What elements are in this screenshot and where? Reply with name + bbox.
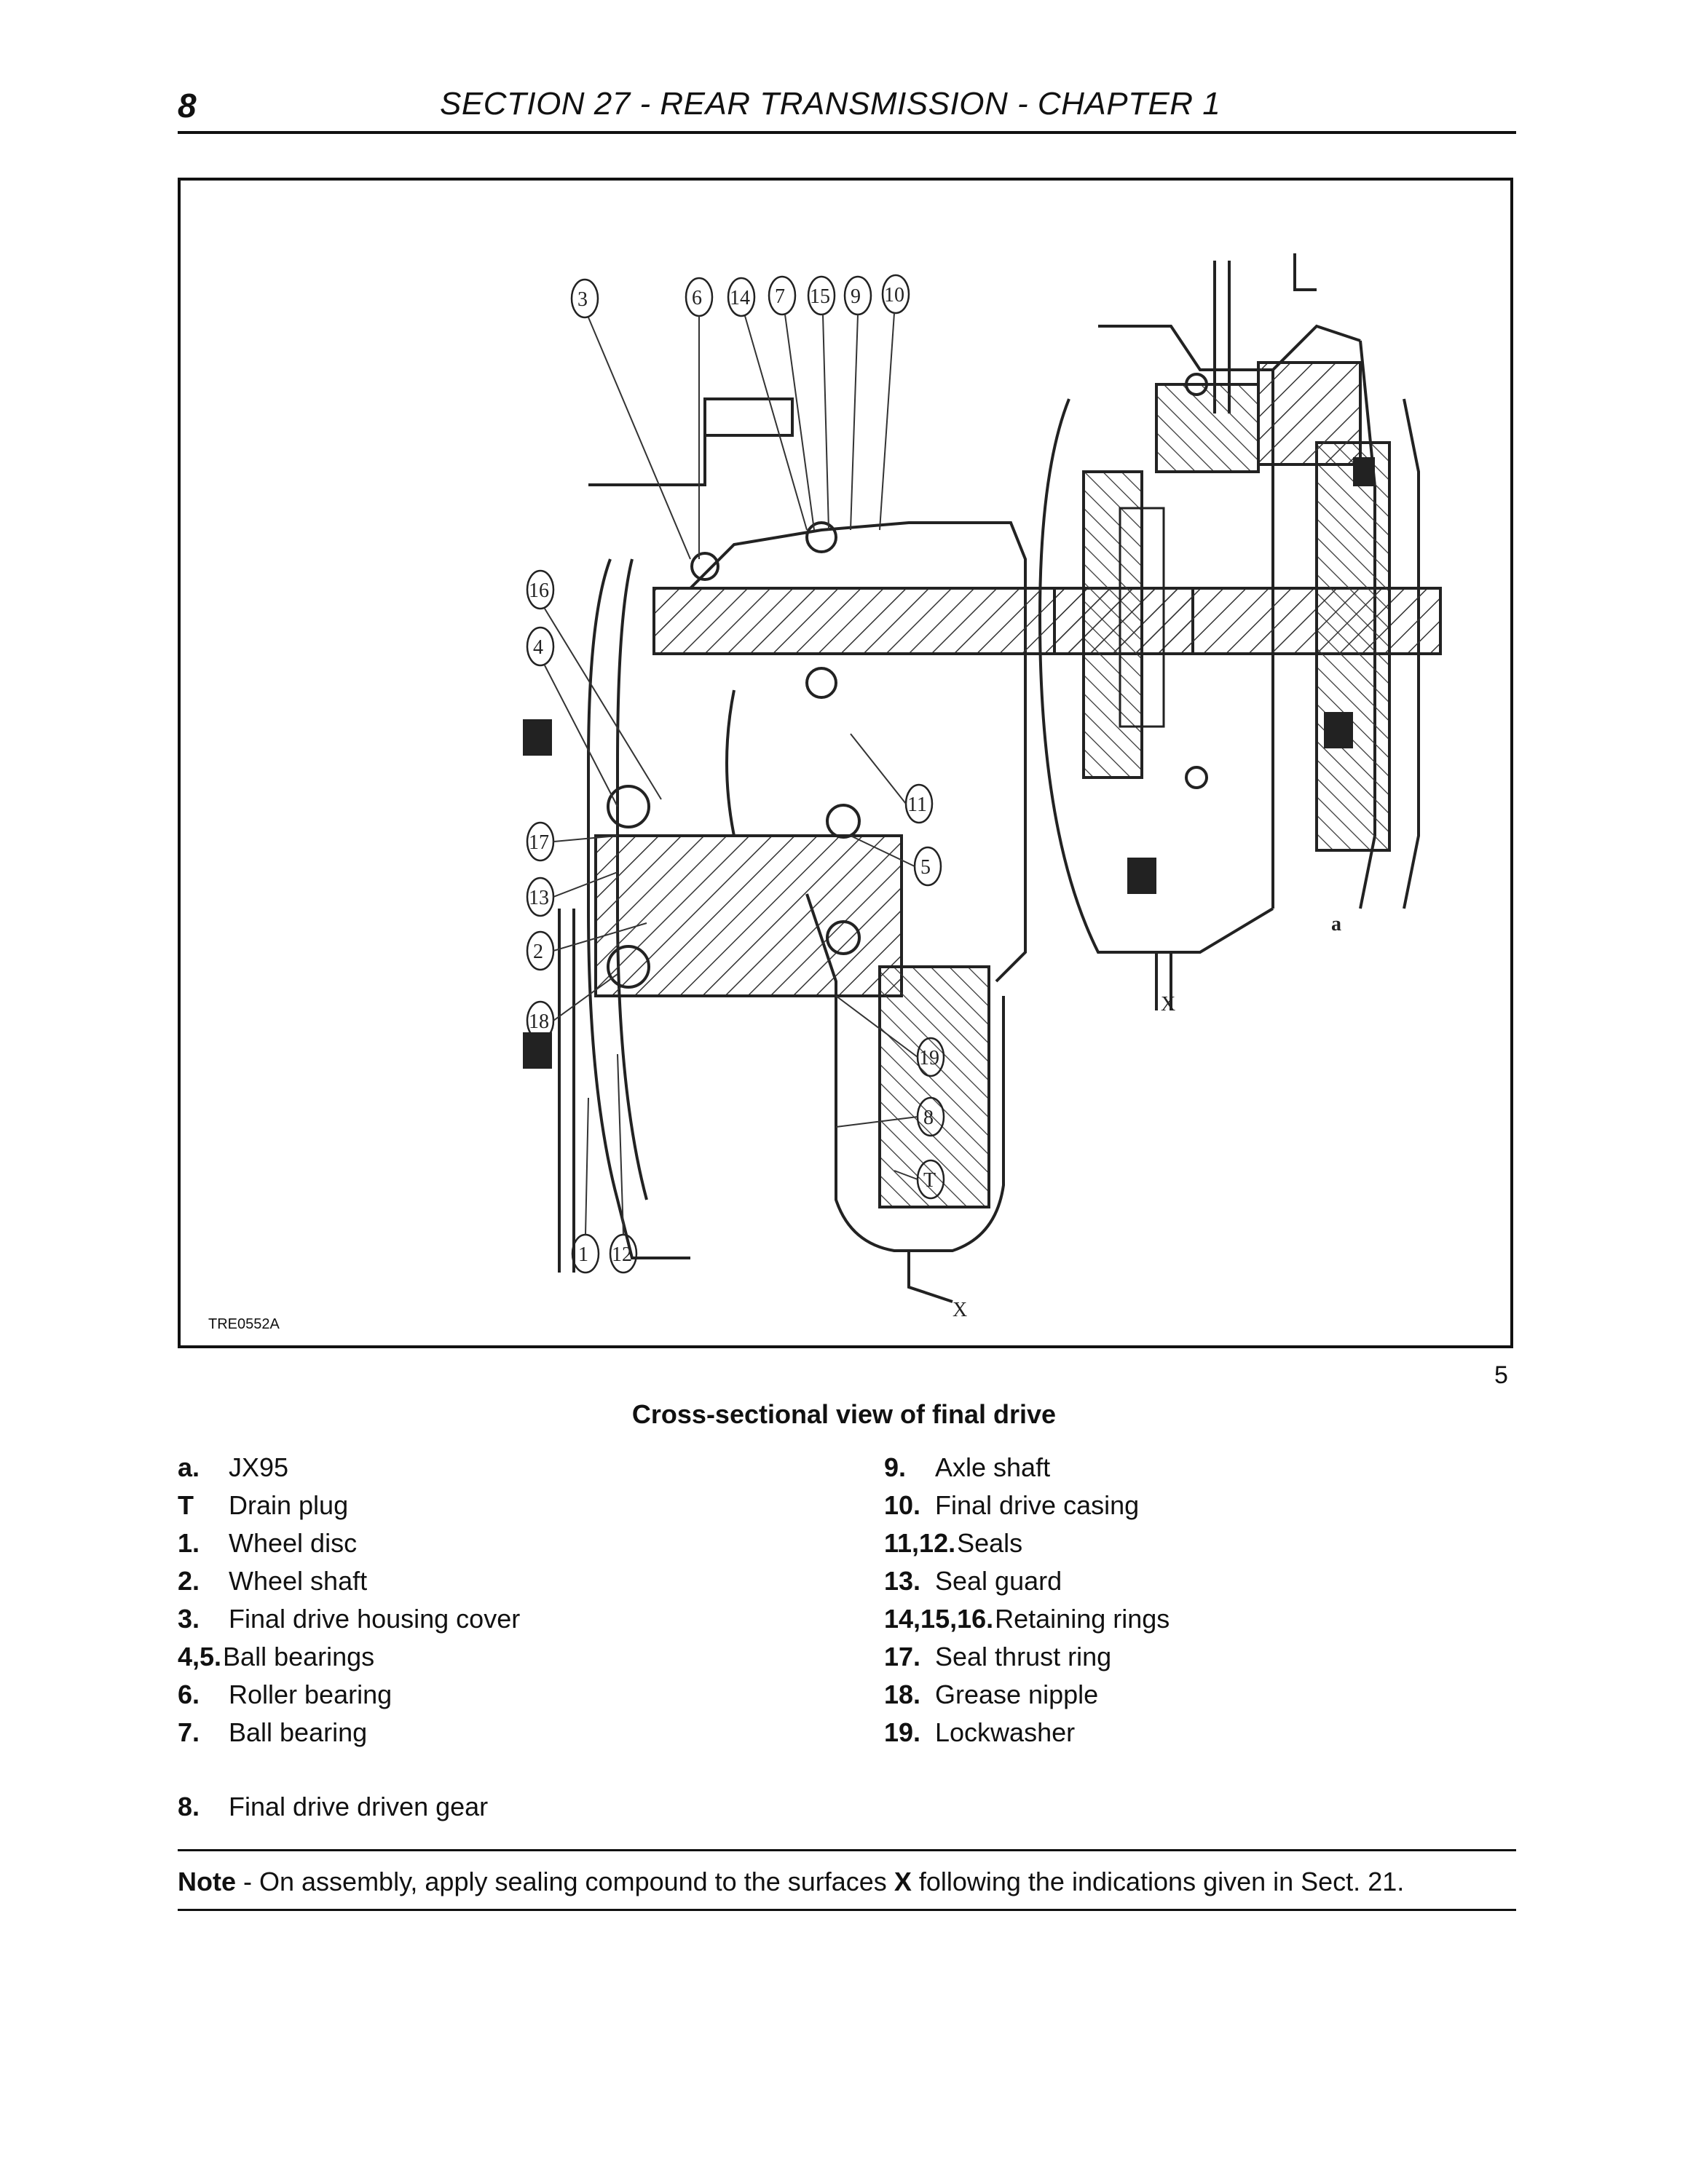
- svg-text:10: 10: [884, 284, 904, 306]
- legend-key: 6.: [178, 1679, 200, 1709]
- legend-item: a. JX95: [178, 1449, 520, 1487]
- legend-item: 11,12.Seals: [884, 1524, 1170, 1562]
- legend-key: a.: [178, 1452, 200, 1482]
- legend-key: 14,15,16.: [884, 1604, 994, 1634]
- legend-text: Lockwasher: [935, 1717, 1076, 1747]
- legend-key: 17.: [884, 1642, 921, 1671]
- legend-item: 17. Seal thrust ring: [884, 1638, 1170, 1676]
- legend-text: Grease nipple: [935, 1679, 1099, 1709]
- legend-item: 3. Final drive housing cover: [178, 1600, 520, 1638]
- callout-labels: 3 6 14 7 15 9 10 16 4 17 13 2 18 1 12 11…: [526, 274, 1341, 1321]
- legend-item-extra: 8. Final drive driven gear: [178, 1788, 488, 1826]
- svg-text:2: 2: [533, 941, 543, 963]
- legend-text: Wheel disc: [229, 1528, 358, 1558]
- legend-item: 2. Wheel shaft: [178, 1562, 520, 1600]
- figure-frame: 3 6 14 7 15 9 10 16 4 17 13 2 18 1 12 11…: [178, 178, 1513, 1348]
- legend-item: 19. Lockwasher: [884, 1714, 1170, 1752]
- legend-key: 2.: [178, 1566, 200, 1596]
- legend-item: 9. Axle shaft: [884, 1449, 1170, 1487]
- svg-text:1: 1: [578, 1243, 588, 1266]
- note-text-after: following the indications given in Sect.…: [911, 1867, 1405, 1896]
- legend-text: Final drive driven gear: [229, 1792, 489, 1821]
- svg-text:12: 12: [612, 1243, 632, 1266]
- legend-text: Seal thrust ring: [935, 1642, 1112, 1671]
- legend-text: Wheel shaft: [229, 1566, 368, 1596]
- svg-text:15: 15: [810, 285, 830, 308]
- legend-item: 14,15,16.Retaining rings: [884, 1600, 1170, 1638]
- section-title: SECTION 27 - REAR TRANSMISSION - CHAPTER…: [440, 86, 1221, 122]
- legend-item: T Drain plug: [178, 1487, 520, 1524]
- svg-text:18: 18: [529, 1010, 549, 1033]
- legend-text: JX95: [229, 1452, 289, 1482]
- legend-left-column: a. JX95 T Drain plug 1. Wheel disc 2. Wheel …: [178, 1449, 520, 1752]
- legend-item: 4,5.Ball bearings: [178, 1638, 520, 1676]
- legend-key: 8.: [178, 1792, 200, 1821]
- legend-text: Retaining rings: [995, 1604, 1170, 1634]
- legend-key: 11,12.: [884, 1528, 956, 1558]
- legend-key: 10.: [884, 1490, 921, 1520]
- legend-text: Ball bearings: [223, 1642, 375, 1671]
- header-rule: [178, 131, 1516, 134]
- svg-text:17: 17: [529, 831, 549, 854]
- legend-text: Final drive casing: [935, 1490, 1140, 1520]
- legend-item: 7. Ball bearing: [178, 1714, 520, 1752]
- page-number: 8: [178, 87, 197, 124]
- svg-text:7: 7: [775, 285, 785, 308]
- legend-text: Roller bearing: [229, 1679, 393, 1709]
- legend-key: 3.: [178, 1604, 200, 1634]
- legend-key: 13.: [884, 1566, 921, 1596]
- figure-number: 5: [1494, 1361, 1508, 1389]
- legend-item: 10. Final drive casing: [884, 1487, 1170, 1524]
- note-label: Note: [178, 1867, 236, 1896]
- note-rule-bottom: [178, 1909, 1516, 1911]
- svg-text:X: X: [953, 1299, 967, 1321]
- legend-right-column: 9. Axle shaft 10. Final drive casing 11,12…: [884, 1449, 1170, 1752]
- legend-item: 6. Roller bearing: [178, 1676, 520, 1714]
- legend-text: Ball bearing: [229, 1717, 368, 1747]
- svg-text:13: 13: [529, 887, 549, 909]
- legend-key: 19.: [884, 1717, 921, 1747]
- legend-text: Drain plug: [229, 1490, 349, 1520]
- legend-text: Seals: [957, 1528, 1023, 1558]
- svg-text:4: 4: [533, 636, 543, 659]
- legend-item: 13. Seal guard: [884, 1562, 1170, 1600]
- svg-text:3: 3: [577, 288, 588, 311]
- svg-text:9: 9: [851, 285, 861, 308]
- legend-text: Seal guard: [935, 1566, 1062, 1596]
- legend-key: 1.: [178, 1528, 200, 1558]
- legend-key: 9.: [884, 1452, 907, 1482]
- assembly-note: Note - On assembly, apply sealing compou…: [178, 1864, 1404, 1900]
- svg-text:11: 11: [907, 794, 927, 816]
- legend-key: 18.: [884, 1679, 921, 1709]
- note-emphasis: X: [894, 1867, 912, 1896]
- svg-text:X: X: [1161, 993, 1175, 1016]
- svg-text:5: 5: [920, 856, 931, 879]
- legend-item: 18. Grease nipple: [884, 1676, 1170, 1714]
- figure-caption: Cross-sectional view of final drive: [631, 1399, 1057, 1429]
- final-drive-cross-section: 3 6 14 7 15 9 10 16 4 17 13 2 18 1 12 11…: [523, 253, 1442, 1321]
- legend-text: Axle shaft: [935, 1452, 1051, 1482]
- legend-key: T: [178, 1490, 194, 1520]
- figure-code: TRE0552A: [208, 1316, 280, 1332]
- svg-text:a: a: [1331, 913, 1341, 935]
- svg-text:6: 6: [692, 287, 702, 309]
- note-text-before: On assembly, apply sealing compound to t…: [259, 1867, 894, 1896]
- svg-text:19: 19: [919, 1047, 939, 1069]
- note-dash: -: [236, 1867, 259, 1896]
- svg-text:8: 8: [923, 1107, 934, 1129]
- note-rule-top: [178, 1849, 1516, 1851]
- legend-text: Final drive housing cover: [229, 1604, 521, 1634]
- legend-key: 4,5.: [178, 1642, 222, 1671]
- page-header: 8 SECTION 27 - REAR TRANSMISSION - CHAPT…: [178, 82, 1515, 132]
- svg-text:16: 16: [529, 579, 549, 602]
- legend-item: 1. Wheel disc: [178, 1524, 520, 1562]
- svg-text:T: T: [923, 1169, 936, 1192]
- legend-key: 7.: [178, 1717, 200, 1747]
- svg-text:14: 14: [730, 287, 750, 309]
